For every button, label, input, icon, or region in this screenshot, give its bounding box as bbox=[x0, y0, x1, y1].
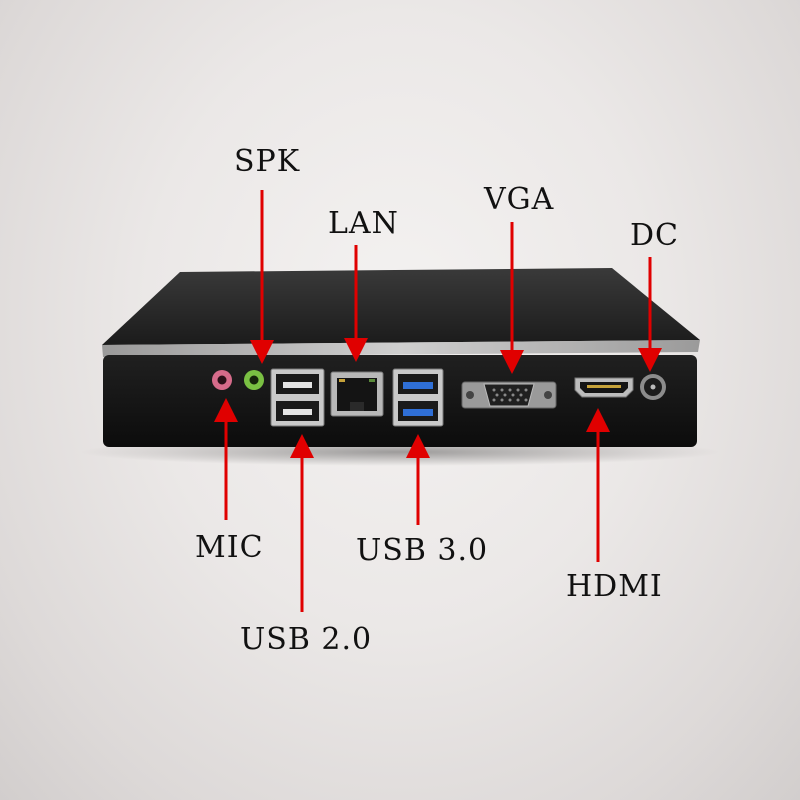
label-hdmi: HDMI bbox=[566, 569, 663, 604]
dc-jack-icon bbox=[640, 374, 666, 400]
label-usb30: USB 3.0 bbox=[356, 533, 489, 568]
label-vga: VGA bbox=[484, 182, 555, 217]
label-mic: MIC bbox=[195, 530, 264, 565]
mic-jack-icon bbox=[212, 370, 232, 390]
label-lan: LAN bbox=[328, 206, 399, 241]
usb3-ports-icon bbox=[392, 368, 444, 427]
label-dc: DC bbox=[630, 218, 680, 253]
spk-jack-icon bbox=[244, 370, 264, 390]
vga-port-icon bbox=[461, 381, 557, 409]
label-spk: SPK bbox=[234, 144, 301, 179]
label-usb20: USB 2.0 bbox=[240, 622, 373, 657]
lan-port-icon bbox=[330, 371, 384, 417]
hdmi-port-icon bbox=[574, 377, 634, 398]
usb2-ports-icon bbox=[270, 368, 325, 427]
case-top bbox=[102, 268, 700, 345]
